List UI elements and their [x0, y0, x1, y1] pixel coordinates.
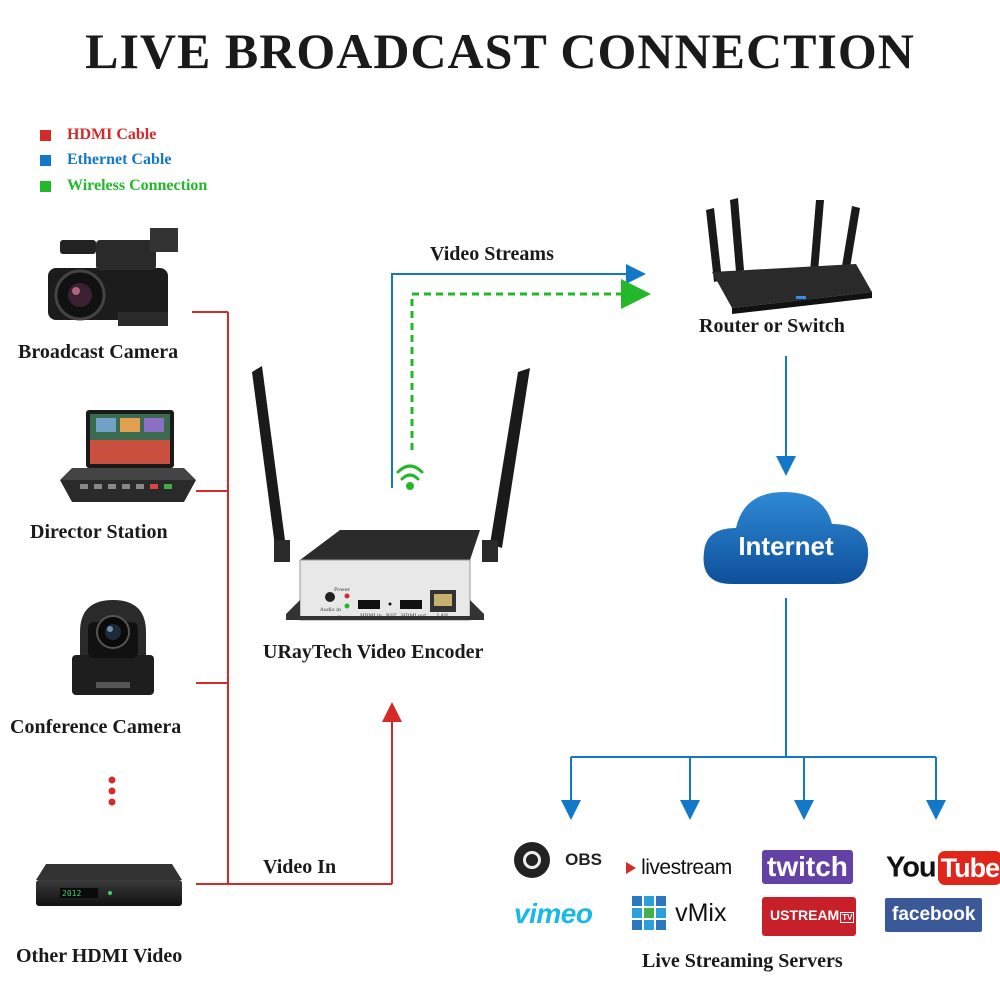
ustream-text: USTREAM [770, 907, 840, 923]
ustream-tv-text: TV [840, 912, 855, 923]
director-station-image [60, 410, 196, 502]
conference-camera-image [72, 600, 154, 695]
legend-hdmi: HDMI Cable [40, 126, 156, 144]
vmix-text: vMix [675, 898, 727, 927]
vimeo-text: vimeo [514, 898, 593, 929]
livestream-icon [626, 862, 636, 874]
encoder-port-lan: LAN [437, 613, 449, 619]
obs-text: OBS [565, 850, 602, 869]
vimeo-logo: vimeo [514, 898, 593, 930]
encoder-port-hdmi-out: HDMI out [401, 613, 426, 619]
youtube-tube-text: Tube [937, 851, 1000, 885]
conference-camera-label: Conference Camera [10, 716, 182, 738]
wireless-link [410, 279, 651, 450]
hdmi-cabling [192, 311, 402, 885]
livestream-text: livestream [641, 856, 732, 879]
svg-text:2012: 2012 [62, 889, 81, 898]
legend-ethernet-swatch [40, 154, 51, 166]
legend-wireless-label: Wireless Connection [67, 177, 208, 194]
legend-hdmi-label: HDMI Cable [67, 126, 157, 143]
broadcast-camera-image [48, 228, 178, 326]
streaming-servers-label: Live Streaming Servers [642, 950, 843, 972]
more-sources-ellipsis [108, 776, 116, 806]
vmix-icon [632, 896, 666, 930]
ethernet-cabling [391, 264, 946, 820]
twitch-text: twitch [762, 850, 853, 884]
legend-ethernet: Ethernet Cable [40, 151, 171, 169]
encoder-port-hdmi-in: HDMI in [360, 613, 383, 619]
video-encoder-label: URayTech Video Encoder [263, 641, 484, 663]
legend-hdmi-swatch [40, 129, 51, 141]
hdmi-media-box-image: 2012 [36, 864, 182, 906]
router-image [706, 198, 872, 314]
twitch-logo: twitch [762, 850, 853, 884]
youtube-you-text: You [886, 851, 937, 884]
broadcast-camera-label: Broadcast Camera [18, 341, 179, 363]
encoder-port-power: Power [334, 587, 350, 593]
wifi-icon [396, 464, 424, 490]
legend-ethernet-label: Ethernet Cable [67, 151, 172, 168]
internet-label: Internet [738, 531, 834, 561]
obs-icon [514, 842, 550, 878]
encoder-port-status: Status [337, 615, 354, 621]
video-encoder-image: Power Status Audio in HDMI in RST HDMI o… [252, 366, 530, 621]
router-label: Router or Switch [699, 315, 845, 337]
page-title: LIVE BROADCAST CONNECTION [85, 23, 915, 79]
facebook-text: facebook [885, 898, 983, 932]
legend-wireless: Wireless Connection [40, 177, 207, 195]
other-hdmi-video-label: Other HDMI Video [16, 945, 183, 967]
facebook-logo: facebook [885, 898, 983, 932]
obs-logo: OBS [514, 842, 602, 878]
director-station-label: Director Station [30, 521, 168, 543]
vmix-logo: vMix [632, 896, 726, 930]
video-streams-label: Video Streams [430, 243, 554, 265]
internet-cloud-icon: Internet [703, 492, 869, 584]
encoder-port-audio-in: Audio in [319, 607, 342, 613]
video-in-label: Video In [263, 856, 337, 878]
legend-wireless-swatch [40, 180, 51, 192]
livestream-logo: livestream [626, 856, 732, 880]
encoder-port-rst: RST [386, 613, 397, 619]
